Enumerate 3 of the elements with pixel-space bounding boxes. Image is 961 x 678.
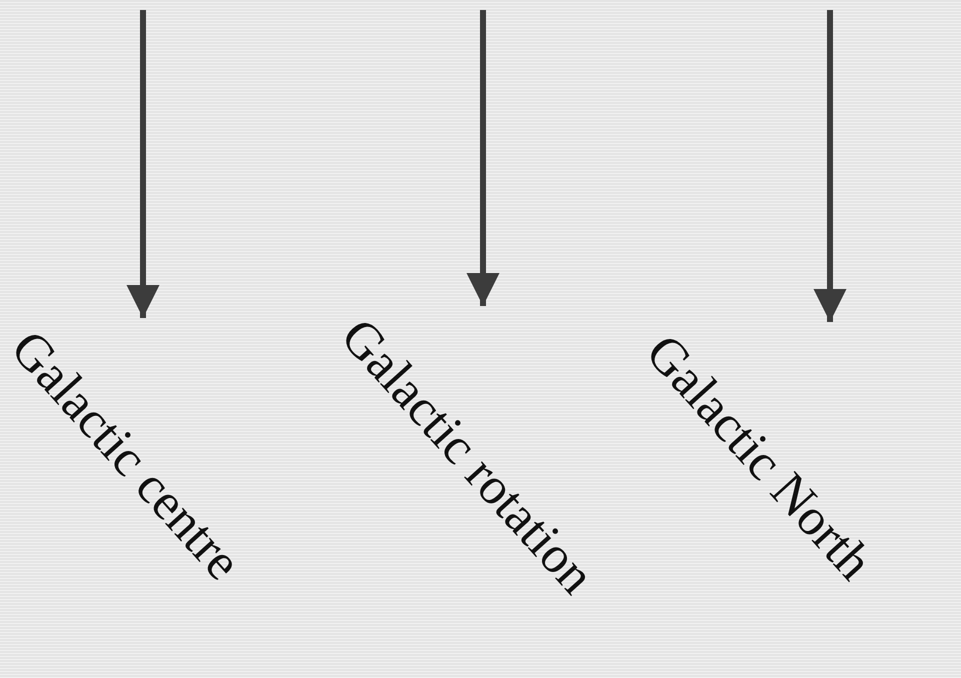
arrow	[466, 10, 500, 306]
arrow	[814, 10, 846, 322]
arrow	[126, 10, 160, 318]
